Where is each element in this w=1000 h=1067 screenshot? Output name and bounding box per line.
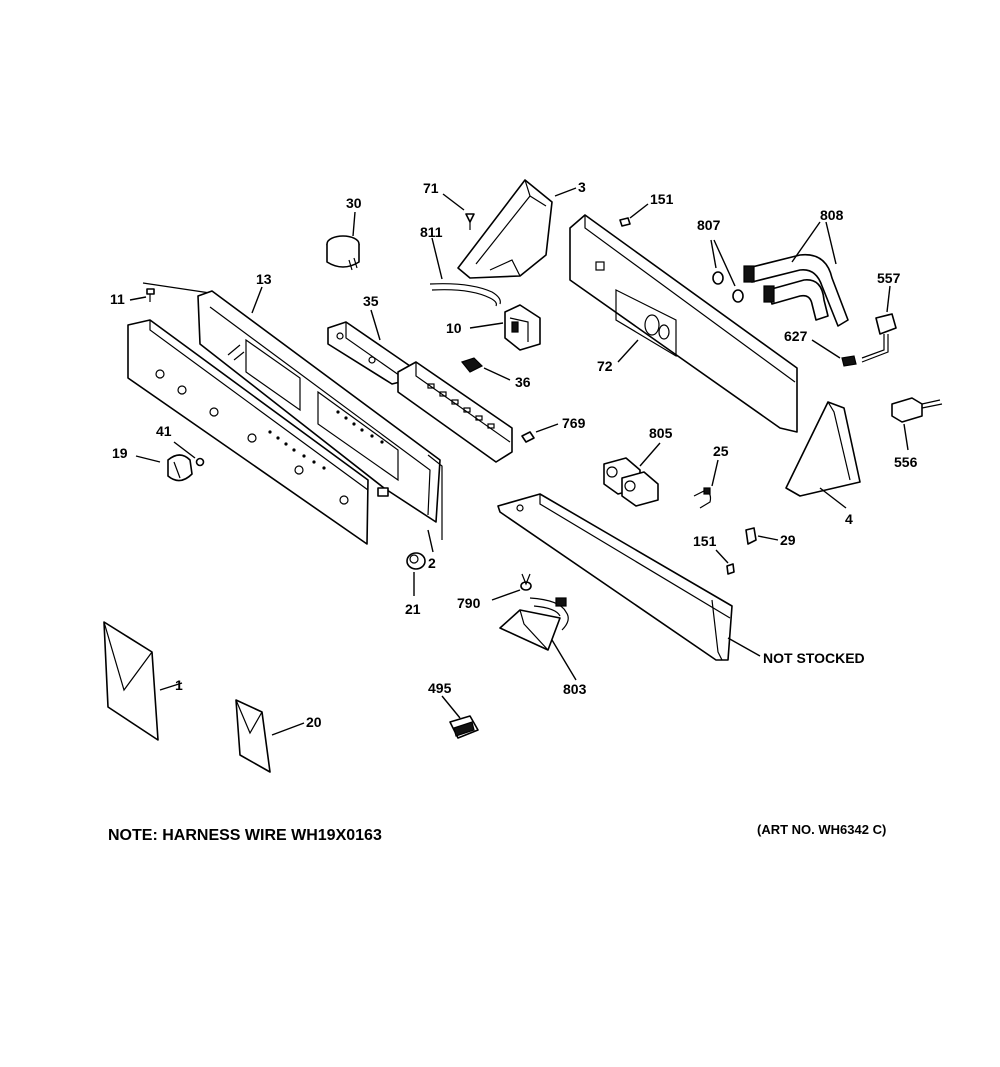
part-41-spring xyxy=(173,441,205,467)
label-3: 3 xyxy=(578,179,586,195)
part-151-screw-top xyxy=(619,203,649,227)
label-769: 769 xyxy=(562,415,586,431)
part-2-trim xyxy=(427,454,443,553)
label-20: 20 xyxy=(306,714,322,730)
board-components xyxy=(427,383,495,429)
part-21-button xyxy=(406,552,426,596)
label-790: 790 xyxy=(457,595,481,611)
label-30: 30 xyxy=(346,195,362,211)
label-151-lower: 151 xyxy=(693,533,717,549)
label-151-top: 151 xyxy=(650,191,674,207)
label-811: 811 xyxy=(420,224,443,240)
part-808-hoses xyxy=(743,221,849,327)
part-556-connector xyxy=(891,397,943,451)
part-805-valve xyxy=(603,442,661,507)
label-495: 495 xyxy=(428,680,452,696)
label-41: 41 xyxy=(156,423,172,439)
part-807-washers xyxy=(710,239,744,303)
callout-labels: 1 2 3 4 10 11 13 19 20 21 25 29 30 35 36… xyxy=(110,179,918,730)
part-151-screw-lower xyxy=(715,549,735,575)
part-29-clip xyxy=(745,527,779,545)
part-811-hose xyxy=(429,237,501,307)
part-803-harness xyxy=(499,597,577,681)
label-1: 1 xyxy=(175,677,183,693)
label-36: 36 xyxy=(515,374,531,390)
label-803: 803 xyxy=(563,681,587,697)
panel-buttons xyxy=(155,369,349,505)
label-807: 807 xyxy=(697,217,721,233)
label-29: 29 xyxy=(780,532,796,548)
control-board xyxy=(397,361,513,463)
label-627: 627 xyxy=(784,328,808,344)
part-769-screw xyxy=(521,423,559,443)
label-21: 21 xyxy=(405,601,421,617)
label-4: 4 xyxy=(845,511,853,527)
part-495-connector xyxy=(441,695,479,739)
base-plate-not-stocked xyxy=(497,493,761,661)
part-19-knob xyxy=(135,454,193,482)
part-72-back-panel xyxy=(569,214,798,433)
label-25: 25 xyxy=(713,443,729,459)
label-557: 557 xyxy=(877,270,901,286)
part-790-clamp xyxy=(491,573,532,601)
part-13-control-panel xyxy=(127,282,441,545)
part-627-bushing xyxy=(811,339,857,367)
label-805: 805 xyxy=(649,425,673,441)
harness-note: NOTE: HARNESS WIRE WH19X0163 xyxy=(108,827,382,844)
label-not-stocked: NOT STOCKED xyxy=(763,650,865,666)
label-19: 19 xyxy=(112,445,128,461)
label-35: 35 xyxy=(363,293,379,309)
part-30-capacitor xyxy=(326,211,360,271)
art-number: (ART NO. WH6342 C) xyxy=(757,822,886,837)
label-2: 2 xyxy=(428,555,436,571)
label-556: 556 xyxy=(894,454,918,470)
part-1-manual xyxy=(103,621,183,741)
part-10-switch xyxy=(469,304,541,351)
part-71-screw xyxy=(442,193,475,230)
frame-indicator-dots xyxy=(268,410,384,470)
label-11: 11 xyxy=(110,291,125,307)
label-808: 808 xyxy=(820,207,844,223)
part-20-instructions xyxy=(235,699,305,773)
part-557-connector xyxy=(861,285,897,363)
part-3-bracket xyxy=(457,179,577,279)
part-36-clip xyxy=(460,357,511,381)
label-10: 10 xyxy=(446,320,462,336)
part-25-wire xyxy=(693,459,719,509)
label-72: 72 xyxy=(597,358,613,374)
label-71: 71 xyxy=(423,180,439,196)
part-4-bracket xyxy=(785,401,861,509)
label-13: 13 xyxy=(256,271,272,287)
part-11-screw xyxy=(129,288,155,302)
